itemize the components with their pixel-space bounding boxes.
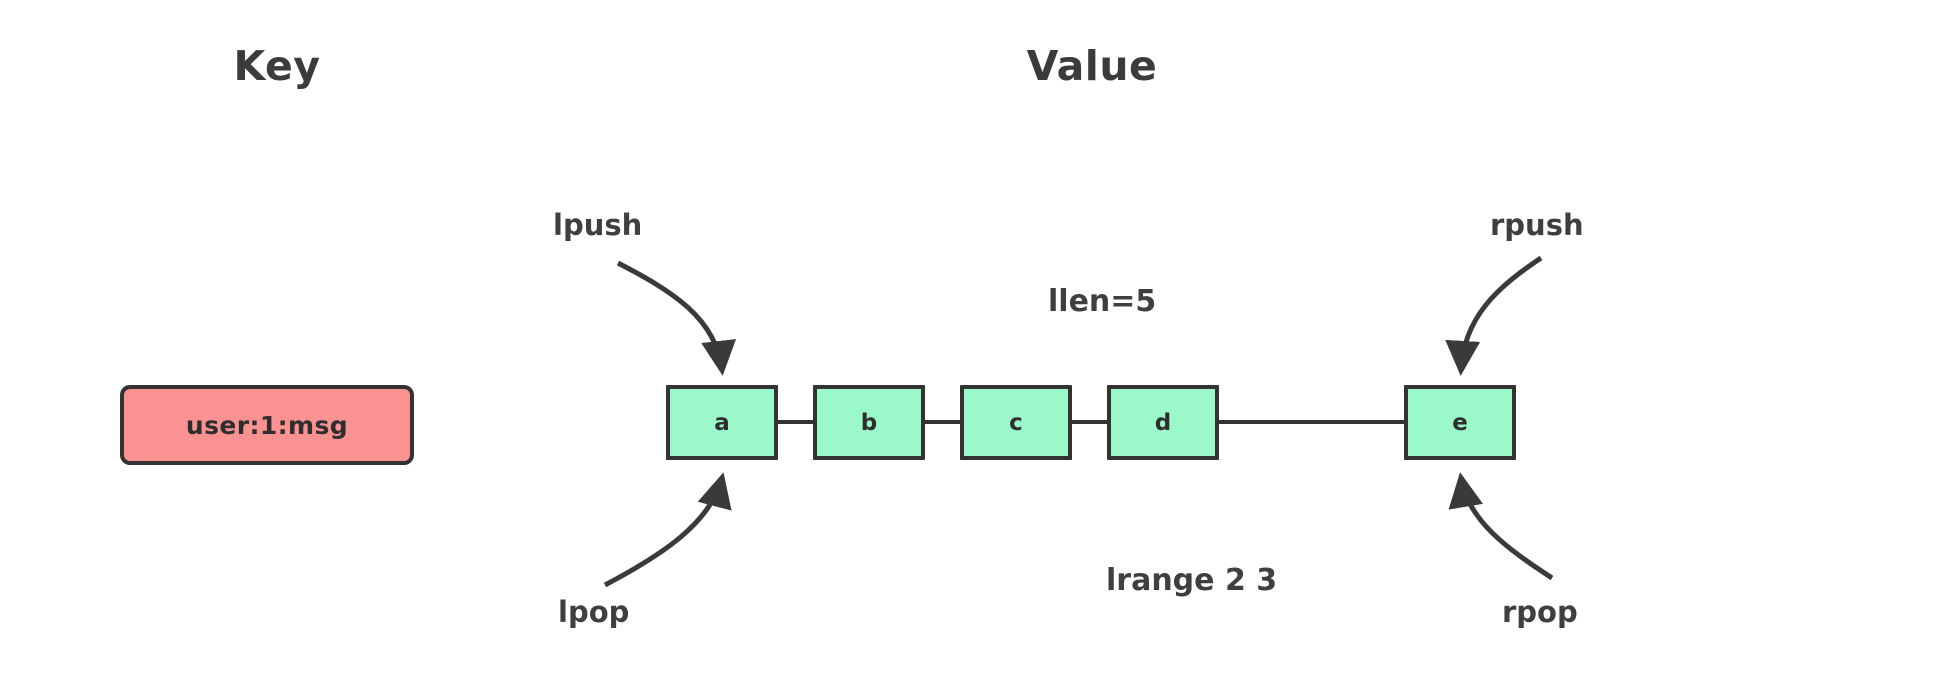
operation-label-lpop: lpop [558, 595, 630, 629]
list-node[interactable]: d [1107, 385, 1219, 460]
annotation-lrange: lrange 2 3 [1106, 563, 1278, 598]
list-node[interactable]: a [666, 385, 778, 460]
key-box[interactable]: user:1:msg [120, 385, 414, 465]
operation-label-lpush: lpush [553, 208, 643, 242]
lpush-arrow [616, 260, 737, 376]
rpop-arrow [1448, 472, 1554, 581]
lpop-arrow [603, 472, 732, 588]
list-node[interactable]: e [1404, 385, 1516, 460]
list-node[interactable]: b [813, 385, 925, 460]
rpush-arrow [1445, 255, 1543, 376]
column-title-key: Key [233, 42, 321, 90]
list-node[interactable]: c [960, 385, 1072, 460]
column-title-value: Value [1026, 42, 1158, 90]
operation-label-rpop: rpop [1502, 595, 1578, 629]
annotation-llen: llen=5 [1048, 284, 1157, 319]
operation-label-rpush: rpush [1490, 208, 1584, 242]
